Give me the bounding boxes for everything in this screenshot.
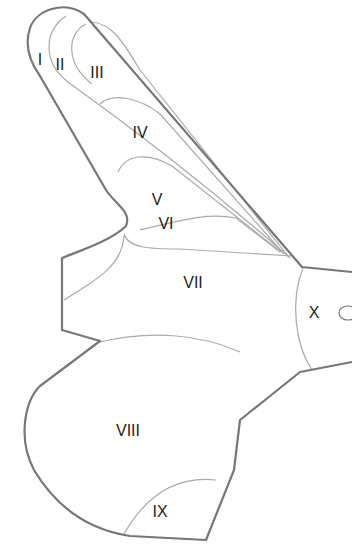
lobule-boundary (72, 24, 92, 84)
lobule-number: VIII (116, 423, 140, 439)
lobule-boundary (118, 157, 281, 252)
lobule-number: I (38, 52, 42, 68)
lobule-boundary (49, 16, 290, 258)
lobule-number: IV (132, 125, 147, 141)
lobule-number: IX (152, 504, 167, 520)
lobule-number: VII (183, 275, 203, 291)
lobule-number: VI (158, 216, 173, 232)
lobule-boundary (100, 98, 284, 254)
lobule-number: X (309, 305, 320, 321)
lobule-boundary (124, 234, 292, 256)
lobule-boundary (140, 216, 280, 252)
lobule-number: III (90, 65, 103, 81)
lobule-boundary (100, 335, 240, 352)
lobule-boundary (124, 479, 216, 534)
lobule-number: II (56, 57, 65, 73)
lobule-number: V (152, 192, 163, 208)
cerebellum-border (25, 7, 352, 540)
fourth-ventricle (339, 306, 352, 320)
